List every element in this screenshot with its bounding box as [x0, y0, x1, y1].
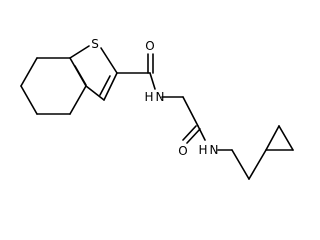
bond	[69, 85, 87, 115]
bond	[265, 125, 280, 151]
bond	[20, 57, 38, 87]
double-bond-inner	[74, 65, 87, 86]
double-bond-inner	[99, 75, 111, 96]
bond	[20, 85, 38, 115]
amide-hydrogen-label: H	[198, 143, 207, 157]
carbonyl-oxygen-label: O	[178, 144, 187, 158]
double-bond	[186, 128, 201, 144]
thiophene-ring	[69, 45, 118, 101]
bond	[85, 85, 105, 101]
bond	[231, 149, 250, 180]
bond	[149, 72, 156, 90]
bond	[69, 45, 90, 59]
bond	[197, 125, 206, 141]
amide-nitrogen-label: N	[210, 143, 219, 157]
amide-nitrogen-label: N	[156, 90, 165, 104]
amide-group-1	[116, 53, 184, 98]
bond	[103, 72, 118, 101]
sulfur-atom-label: S	[91, 37, 99, 51]
bond	[100, 47, 118, 74]
cyclohexene-ring	[20, 57, 87, 115]
molecule-structure: S O N H O N H	[20, 37, 294, 180]
amide-hydrogen-label: H	[144, 90, 153, 104]
carbonyl-oxygen-label: O	[145, 39, 154, 53]
bond	[182, 96, 199, 127]
cyclopropylmethyl-group	[231, 125, 294, 180]
bond	[278, 125, 294, 151]
double-bond	[182, 125, 197, 141]
bond	[248, 149, 267, 180]
amide-group-2	[182, 96, 233, 151]
